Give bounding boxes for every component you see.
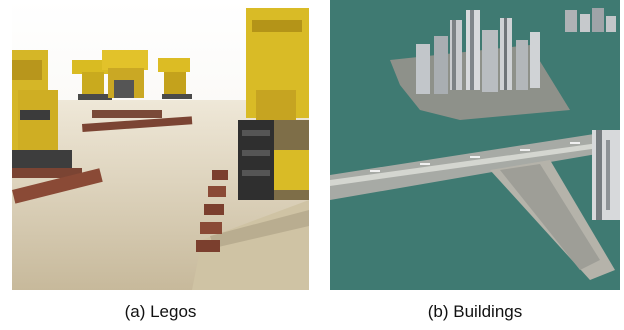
- legos-render: [12, 0, 309, 290]
- lego-base-plate: [192, 200, 309, 290]
- buildings-render: [330, 0, 620, 290]
- distant-skyline: [565, 8, 616, 32]
- legos-image: [12, 0, 309, 290]
- right-lego-machine: [238, 8, 309, 200]
- buildings-image: [330, 0, 624, 290]
- caption-legos: (a) Legos: [124, 302, 197, 321]
- caption-buildings: (b) Buildings: [427, 302, 523, 321]
- floor-brick-strip: [82, 116, 193, 132]
- road-markings: [370, 142, 580, 172]
- red-brick-row: [196, 170, 228, 252]
- distant-lego-machine-3: [158, 58, 192, 99]
- distant-lego-machine-2: [92, 50, 162, 118]
- left-lego-bulldozer: [12, 50, 103, 204]
- foreground-tower: [592, 130, 620, 220]
- city-island: [330, 45, 620, 280]
- tower-cluster: [416, 10, 540, 94]
